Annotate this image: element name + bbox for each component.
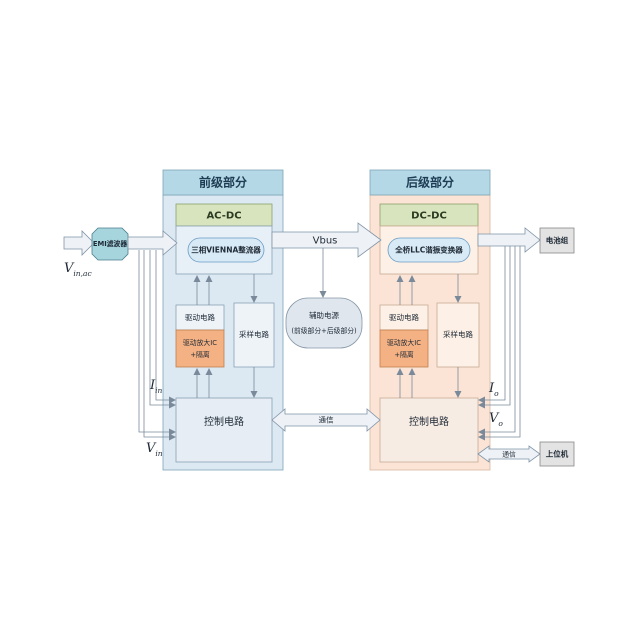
rear-driver-block	[379, 304, 429, 331]
input-voltage-sense-line-1	[138, 250, 176, 436]
vienna-rectifier-block	[187, 237, 265, 263]
vbus-arrow	[271, 222, 382, 258]
emi-filter-label: EMI滤波器	[93, 239, 128, 248]
output-current-label-main: I	[488, 381, 495, 396]
input-arrow	[63, 230, 95, 256]
output-voltage-label: Vo	[489, 411, 503, 428]
rear-driver-amp-line1: 驱动放大IC	[387, 338, 421, 347]
emi-filter-block: EMI滤波器	[91, 227, 129, 261]
internal-comm-arrow	[271, 408, 381, 432]
front-section: 前级部分 AC-DC 三相VIENNA整流器 驱动电路 驱动放大IC +隔离 采…	[162, 169, 284, 471]
output-voltage-sense-line-2	[478, 246, 521, 441]
input-voltage-label-main: V	[64, 261, 75, 276]
input-voltage-sense-line-2	[143, 250, 176, 441]
input-current-label-sub: in	[155, 386, 162, 395]
front-sampling-label: 采样电路	[239, 329, 269, 339]
rear-section-header	[369, 169, 491, 196]
input-voltage-label: Vin,ac	[64, 261, 92, 278]
dc-dc-title: DC-DC	[411, 211, 447, 222]
rear-control-block	[379, 397, 479, 463]
rear-driver-amp-line2: +隔离	[394, 350, 413, 359]
front-section-title: 前级部分	[199, 175, 247, 190]
front-driver-label: 驱动电路	[185, 312, 215, 322]
host-computer-block: 上位机	[539, 441, 575, 467]
ac-dc-title: AC-DC	[206, 211, 241, 222]
host-computer-box	[539, 441, 575, 467]
output-voltage-label-main: V	[489, 411, 500, 426]
aux-power-block: 辅助电源 (前级部分+后级部分)	[285, 297, 363, 349]
front-control-label: 控制电路	[204, 415, 244, 428]
rear-sampling-label: 采样电路	[443, 329, 473, 339]
rear-driver-amp-block	[379, 329, 429, 368]
input-voltage-label-sub: in,ac	[73, 269, 92, 278]
rear-control-label: 控制电路	[409, 415, 449, 428]
output-current-sense-line-2	[478, 246, 511, 409]
input-voltage-sense-label-sub: in	[155, 449, 162, 458]
aux-power-line2: (前级部分+后级部分)	[291, 326, 357, 335]
rear-sampling-block	[436, 302, 480, 368]
front-control-block	[175, 397, 273, 463]
front-driver-amp-block	[175, 329, 225, 368]
rear-section: 后级部分 DC-DC 全桥LLC谐振变换器 驱动电路 驱动放大IC +隔离 采样…	[369, 169, 491, 471]
emi-to-acdc-arrow	[127, 230, 178, 256]
rear-driver-label: 驱动电路	[389, 312, 419, 322]
battery-label: 电池组	[546, 235, 569, 245]
input-current-label: Iin	[149, 378, 163, 395]
host-computer-label: 上位机	[546, 449, 569, 459]
input-voltage-sense-label: Vin	[146, 441, 163, 458]
output-current-label: Io	[488, 381, 499, 398]
output-voltage-label-sub: o	[498, 419, 503, 428]
host-comm-label: 通信	[502, 450, 516, 459]
battery-block: 电池组	[539, 227, 575, 254]
emi-filter-shape	[91, 227, 129, 261]
vienna-rectifier-label: 三相VIENNA整流器	[191, 245, 261, 255]
llc-converter-label: 全桥LLC谐振变换器	[394, 245, 463, 255]
vbus-label: Vbus	[313, 236, 338, 247]
llc-converter-block	[387, 237, 471, 263]
output-voltage-sense-line-1	[478, 246, 516, 436]
input-voltage-sense-label-main: V	[146, 441, 157, 456]
internal-comm-label: 通信	[319, 415, 334, 425]
front-section-header	[162, 169, 284, 196]
front-driver-amp-line1: 驱动放大IC	[183, 338, 217, 347]
output-arrow	[477, 227, 541, 253]
input-current-sense-line-1	[149, 250, 176, 409]
output-current-label-sub: o	[494, 389, 499, 398]
battery-box	[539, 227, 575, 254]
aux-power-line1: 辅助电源	[309, 310, 339, 320]
rear-section-title: 后级部分	[406, 175, 454, 190]
front-driver-amp-line2: +隔离	[190, 350, 209, 359]
input-current-label-main: I	[149, 378, 156, 393]
input-current-sense-line-2	[155, 250, 176, 404]
aux-power-shape	[285, 297, 363, 349]
output-current-sense-line-1	[478, 246, 506, 404]
